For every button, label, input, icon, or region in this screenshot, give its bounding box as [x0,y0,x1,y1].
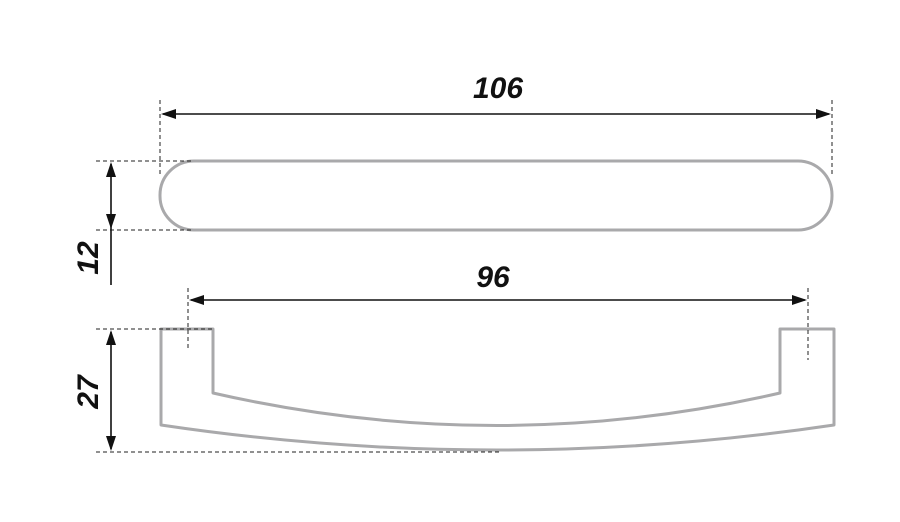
dimension-label-96: 96 [476,261,510,294]
arrowhead-106-left [161,109,176,119]
arrowhead-96-left [189,295,204,305]
arrowhead-27-top [106,330,116,345]
dimension-label-12: 12 [72,241,105,275]
arrowhead-106-right [816,109,831,119]
arrowhead-12-bottom [106,214,116,229]
handle-side-view-outline [159,327,836,452]
arrowhead-27-bottom [106,436,116,451]
arrowhead-12-top [106,162,116,177]
dimension-label-27: 27 [72,374,105,410]
arrowhead-96-right [792,295,807,305]
dimension-label-106: 106 [473,72,523,105]
handle-top-view-outline [158,159,834,232]
